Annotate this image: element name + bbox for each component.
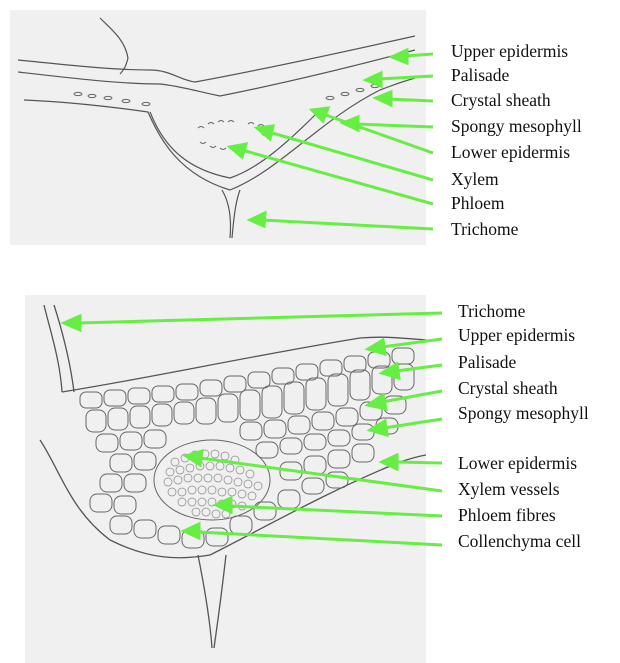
bottom-leaf-drawing xyxy=(40,305,426,648)
arrow-bottom-collenchyma-cell xyxy=(184,524,442,545)
arrow-top-upper-epidermis xyxy=(392,50,433,63)
arrow-bottom-phloem-fibres xyxy=(216,498,442,516)
arrow-top-trichome xyxy=(250,213,433,229)
arrow-bottom-xylem-vessels xyxy=(186,451,442,491)
arrow-top-lower-epidermis xyxy=(312,108,433,153)
label-bottom-phloem-fibres: Phloem fibres xyxy=(458,507,556,525)
label-bottom-collenchyma-cell: Collenchyma cell xyxy=(458,533,581,551)
label-bottom-crystal-sheath: Crystal sheath xyxy=(458,380,558,398)
label-top-xylem: Xylem xyxy=(451,171,499,189)
label-top-spongy-mesophyll: Spongy mesophyll xyxy=(451,118,582,136)
arrow-top-palisade xyxy=(366,73,433,86)
arrow-top-spongy-mesophyll xyxy=(343,117,433,130)
arrow-top-xylem xyxy=(257,126,433,180)
arrow-top-crystal-sheath xyxy=(376,92,433,105)
label-top-trichome: Trichome xyxy=(451,221,518,239)
label-bottom-xylem-vessels: Xylem vessels xyxy=(458,481,560,499)
arrow-bottom-spongy-mesophyll xyxy=(370,419,442,435)
label-bottom-upper-epidermis: Upper epidermis xyxy=(458,327,575,345)
label-bottom-trichome: Trichome xyxy=(458,303,525,321)
label-top-palisade: Palisade xyxy=(451,67,509,85)
arrow-layer xyxy=(64,50,442,545)
label-bottom-spongy-mesophyll: Spongy mesophyll xyxy=(458,405,589,423)
arrow-bottom-trichome xyxy=(64,313,442,330)
label-bottom-palisade: Palisade xyxy=(458,354,516,372)
arrow-bottom-lower-epidermis xyxy=(382,455,442,469)
label-top-lower-epidermis: Lower epidermis xyxy=(451,144,570,162)
arrow-bottom-upper-epidermis xyxy=(368,339,442,354)
label-top-phloem: Phloem xyxy=(451,195,504,213)
label-top-crystal-sheath: Crystal sheath xyxy=(451,92,551,110)
label-top-upper-epidermis: Upper epidermis xyxy=(451,43,568,61)
bottom-cell-grid xyxy=(80,348,414,548)
label-bottom-lower-epidermis: Lower epidermis xyxy=(458,455,577,473)
